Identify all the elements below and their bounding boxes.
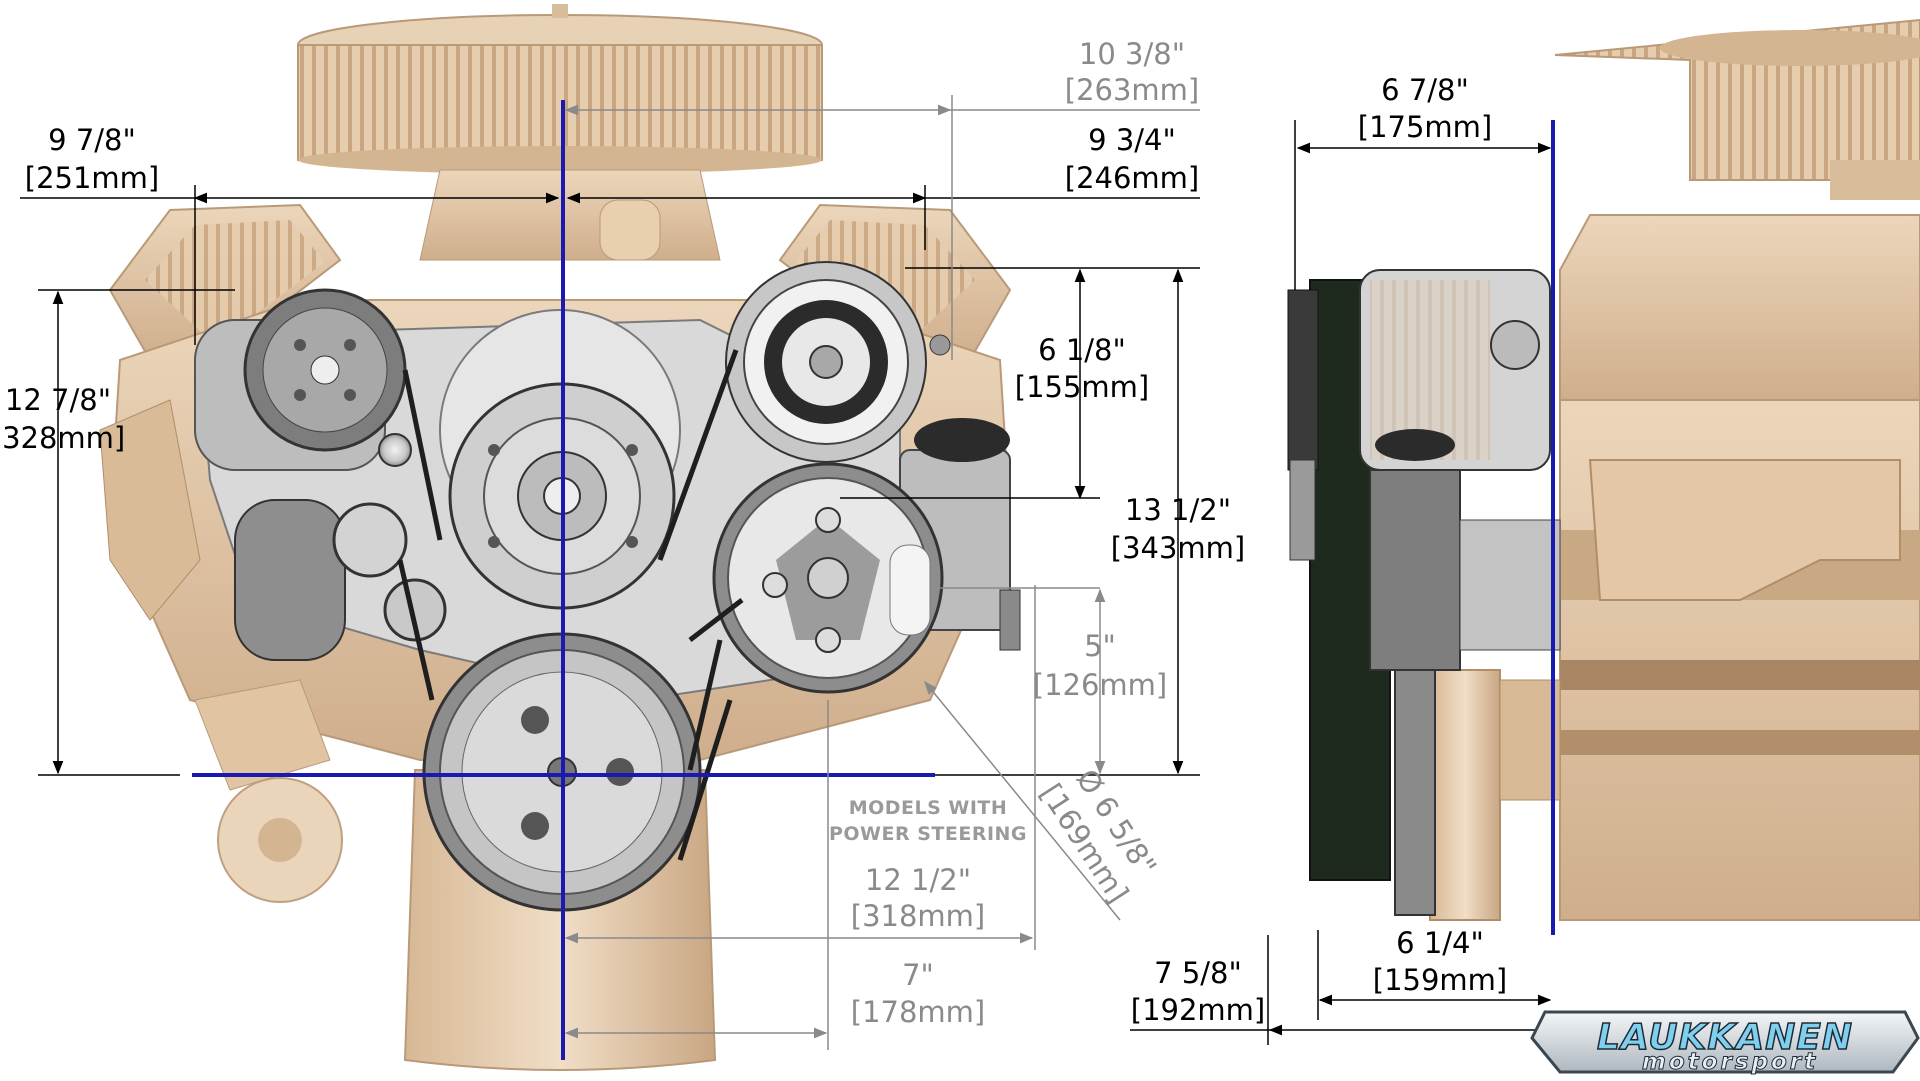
dim-ps-height-imperial: 5" [1084, 629, 1116, 663]
note-line-1: MODELS WITH [849, 797, 1008, 819]
dim-air-cleaner-offset: 10 3/8" [263mm] [1065, 37, 1199, 107]
dim-ps-width-metric: [318mm] [851, 899, 985, 933]
dim-left-width: 9 7/8" [251mm] [25, 123, 159, 195]
logo-text-main: LAUKKANEN [1597, 1017, 1853, 1058]
side-view-engine [1287, 18, 1920, 921]
dim-left-height-imperial: 12 7/8" [5, 383, 111, 417]
dim-side-total-depth-imperial: 7 5/8" [1154, 956, 1242, 990]
dim-crank-offset-imperial: 7" [902, 958, 934, 992]
dim-right-width-metric: [246mm] [1065, 161, 1199, 195]
serpentine-belt [397, 349, 744, 861]
dim-left-width-metric: [251mm] [25, 161, 159, 195]
dim-ps-height: 5" [126mm] [1033, 629, 1167, 702]
centerlines [192, 100, 1555, 1060]
dim-right-width: 9 3/4" [246mm] [1065, 123, 1199, 195]
dim-total-height-imperial: 13 1/2" [1125, 493, 1231, 527]
dim-ps-width: 12 1/2" [318mm] [851, 863, 985, 933]
dim-ps-height-metric: [126mm] [1033, 668, 1167, 702]
dim-right-width-imperial: 9 3/4" [1088, 123, 1176, 157]
dim-side-total-depth: 7 5/8" [192mm] [1131, 956, 1265, 1027]
dim-air-cleaner-offset-imperial: 10 3/8" [1079, 37, 1185, 71]
note-line-2: POWER STEERING [829, 823, 1027, 845]
dim-side-total-depth-metric: [192mm] [1131, 993, 1265, 1027]
ps-pulley [712, 462, 944, 694]
dim-side-bottom-depth-metric: [159mm] [1373, 963, 1507, 997]
dim-air-cleaner-offset-metric: [263mm] [1065, 73, 1199, 107]
dim-left-height-metric: [328mm] [0, 421, 125, 455]
logo-text-sub: motorsport [1642, 1049, 1818, 1075]
dim-alternator-height-imperial: 6 1/8" [1038, 333, 1126, 367]
dim-side-top-depth-metric: [175mm] [1358, 110, 1492, 144]
dim-side-bottom-depth-imperial: 6 1/4" [1396, 926, 1484, 960]
laukkanen-logo: LAUKKANEN motorsport [1530, 1010, 1920, 1076]
dim-side-top-depth-imperial: 6 7/8" [1381, 73, 1469, 107]
alternator [725, 261, 951, 463]
ac-compressor [194, 288, 407, 471]
belt-tensioner [234, 433, 447, 661]
front-view-engine [99, 4, 1021, 1071]
dim-left-height: 12 7/8" [328mm] [0, 383, 125, 455]
dimension-lines [20, 120, 1552, 1045]
dim-pulley-diameter: Ø 6 5/8" [169mm] [1034, 763, 1164, 909]
dim-alternator-height: 6 1/8" [155mm] [1015, 333, 1149, 404]
dim-total-height: 13 1/2" [343mm] [1111, 493, 1245, 565]
dim-alternator-height-metric: [155mm] [1015, 370, 1149, 404]
dim-crank-offset: 7" [178mm] [851, 958, 985, 1029]
power-steering-note: MODELS WITH POWER STEERING [829, 797, 1027, 845]
dim-left-width-imperial: 9 7/8" [48, 123, 136, 157]
dim-total-height-metric: [343mm] [1111, 531, 1245, 565]
dimension-lines-gray [564, 95, 1200, 1050]
dim-side-top-depth: 6 7/8" [175mm] [1358, 73, 1492, 144]
dim-crank-offset-metric: [178mm] [851, 995, 985, 1029]
dim-side-bottom-depth: 6 1/4" [159mm] [1373, 926, 1507, 997]
dim-ps-width-imperial: 12 1/2" [865, 863, 971, 897]
